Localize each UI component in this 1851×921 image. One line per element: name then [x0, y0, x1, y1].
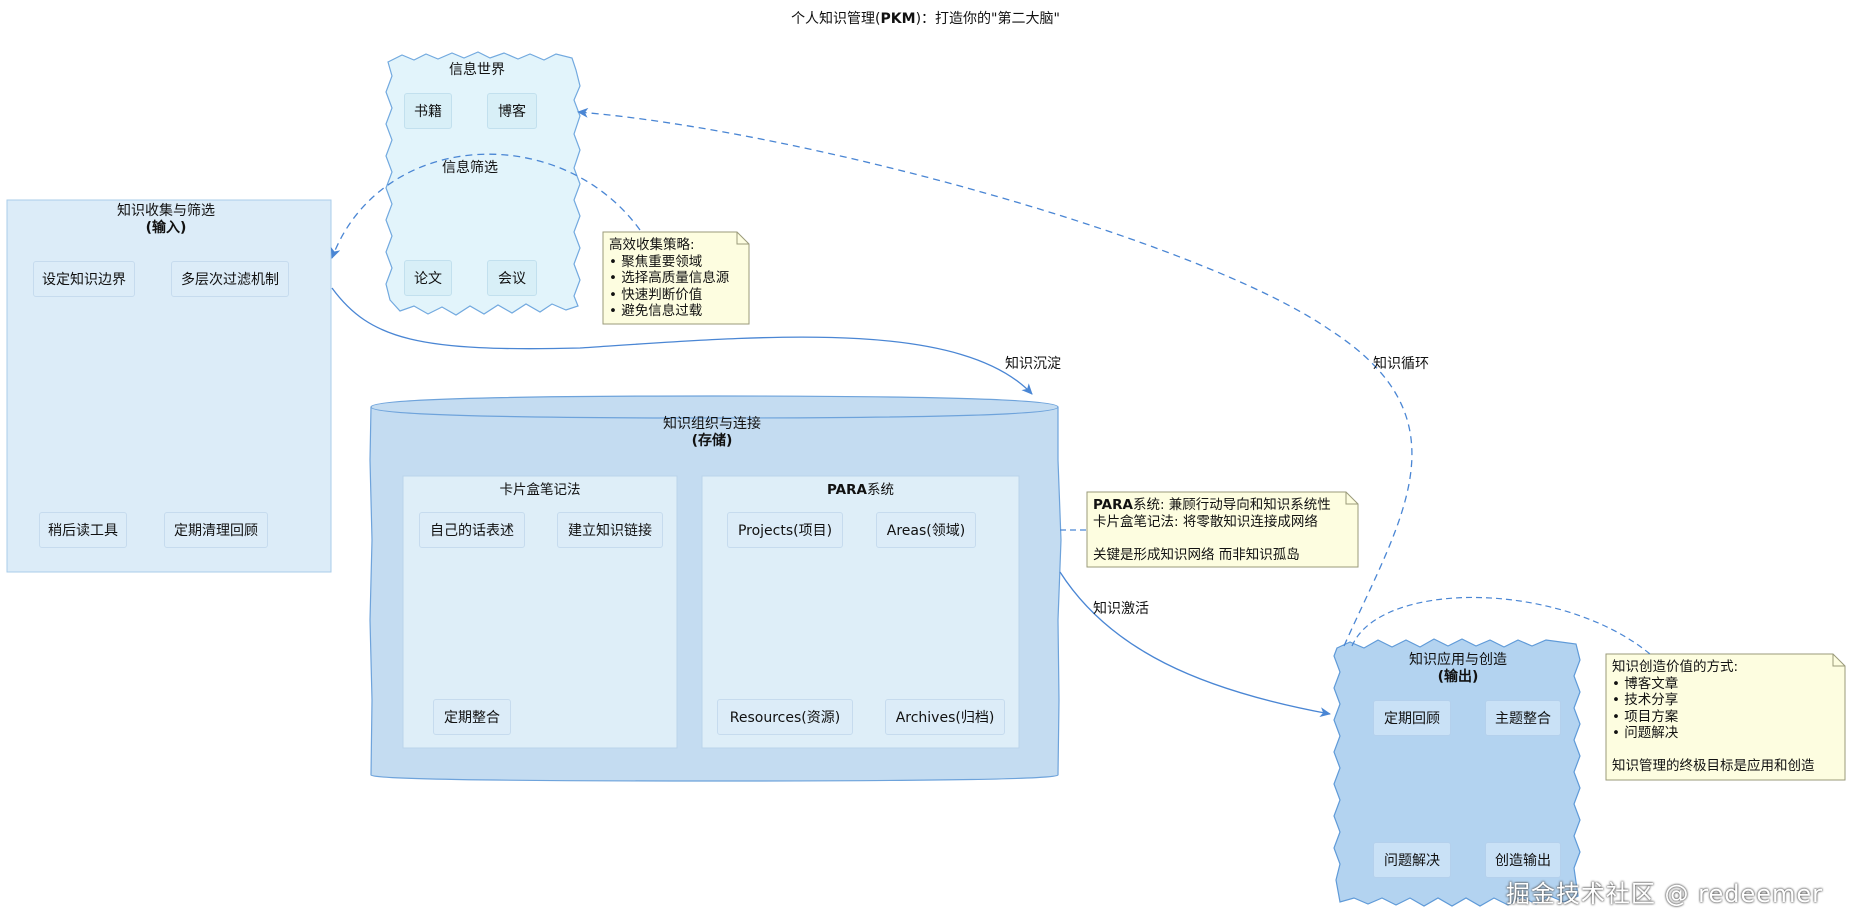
para-title: PARA系统: [702, 478, 1019, 498]
edge-note-create-link: [1351, 596, 1651, 655]
note-line: • 博客文章: [1612, 675, 1679, 692]
note-line: 高效收集策略:: [609, 237, 695, 253]
note-line: PARA系统: 兼顾行动导向和知识系统性: [1093, 497, 1352, 514]
note-line-spacer: [1093, 530, 1352, 547]
note-line: • 快速判断价值: [609, 286, 703, 303]
info-world-title: 信息世界: [449, 62, 505, 78]
info-world-filter-label: 信息筛选: [442, 160, 498, 176]
note-para-fold: [1345, 492, 1358, 505]
node-periodic-integrate: 定期整合: [433, 699, 511, 735]
node-books: 书籍: [404, 93, 452, 129]
note-collect-fold: [736, 232, 749, 245]
note-line: 关键是形成知识网络 而非知识孤岛: [1093, 546, 1300, 563]
node-theme-integrate: 主题整合: [1485, 700, 1561, 736]
edge-info-to-collect: [330, 153, 641, 259]
zettel-title: 卡片盒笔记法: [499, 482, 581, 498]
note-line: • 项目方案: [1612, 708, 1679, 725]
apply-subtitle: (输出): [1437, 669, 1479, 685]
apply-title: 知识应用与创造: [1409, 652, 1507, 668]
edge-organize-to-apply: [1059, 571, 1331, 718]
note-collect-strategy: 高效收集策略: • 聚焦重要领域 • 选择高质量信息源 • 快速判断价值 • 避…: [603, 232, 749, 324]
node-blogs: 博客: [487, 93, 537, 129]
node-periodic-review: 定期回顾: [1373, 700, 1451, 736]
note-line: 知识管理的终极目标是应用和创造: [1612, 758, 1815, 774]
collect-subtitle: (输入): [145, 220, 187, 236]
note-para: PARA系统: 兼顾行动导向和知识系统性 卡片盒笔记法: 将零散知识连接成网络 …: [1087, 492, 1358, 567]
note-line: 卡片盒笔记法: 将零散知识连接成网络: [1093, 513, 1318, 530]
edge-collect-to-organize: [331, 287, 1033, 395]
edge-label-cycle: 知识循环: [1373, 356, 1429, 372]
node-areas: Areas(领域): [876, 512, 976, 548]
collect-title: 知识收集与筛选: [117, 203, 215, 219]
note-collect-shape: [602, 231, 750, 325]
edge-cycle: [577, 107, 1413, 647]
organize-cylinder-top: [370, 406, 1059, 419]
para-title-bold: PARA: [827, 482, 867, 498]
node-create-output: 创造输出: [1485, 842, 1561, 878]
note-para-shape: [1086, 491, 1359, 568]
note-create: 知识创造价值的方式: • 博客文章 • 技术分享 • 项目方案 • 问题解决 知…: [1606, 654, 1845, 780]
node-multilayer-filter: 多层次过滤机制: [171, 261, 289, 297]
edge-label-activate: 知识激活: [1093, 601, 1149, 617]
node-set-boundary: 设定知识边界: [33, 261, 135, 297]
node-conferences: 会议: [487, 260, 537, 296]
note-line: • 问题解决: [1612, 725, 1679, 741]
note-line: • 技术分享: [1612, 692, 1679, 708]
note-line: • 聚焦重要领域: [609, 253, 703, 270]
note-para-rest: 系统: 兼顾行动导向和知识系统性: [1132, 497, 1331, 513]
node-own-words: 自己的话表述: [419, 512, 525, 548]
para-title-rest: 系统: [866, 482, 894, 498]
note-line: • 避免信息过载: [609, 303, 703, 319]
note-create-fold: [1832, 654, 1845, 667]
node-archives: Archives(归档): [885, 699, 1005, 735]
node-periodic-cleanup: 定期清理回顾: [164, 512, 268, 548]
note-line: • 选择高质量信息源: [609, 270, 730, 286]
edge-label-sediment: 知识沉淀: [1005, 356, 1061, 372]
organize-subtitle: (存储): [691, 433, 733, 449]
note-line-spacer: [1612, 742, 1839, 759]
node-build-links: 建立知识链接: [557, 512, 663, 548]
note-para-bold: PARA: [1093, 497, 1133, 513]
organize-title: 知识组织与连接: [663, 416, 761, 432]
node-resources: Resources(资源): [717, 699, 853, 735]
watermark: 掘金技术社区 @ redeemer: [1505, 880, 1823, 908]
node-papers: 论文: [404, 260, 452, 296]
diagram-title: 个人知识管理(PKM)：打造你的"第二大脑": [791, 11, 1060, 27]
node-problem-solving: 问题解决: [1373, 842, 1451, 878]
note-create-shape: [1605, 653, 1846, 781]
node-read-later: 稍后读工具: [39, 512, 127, 548]
node-projects: Projects(项目): [727, 512, 843, 548]
note-line: 知识创造价值的方式:: [1612, 659, 1739, 675]
